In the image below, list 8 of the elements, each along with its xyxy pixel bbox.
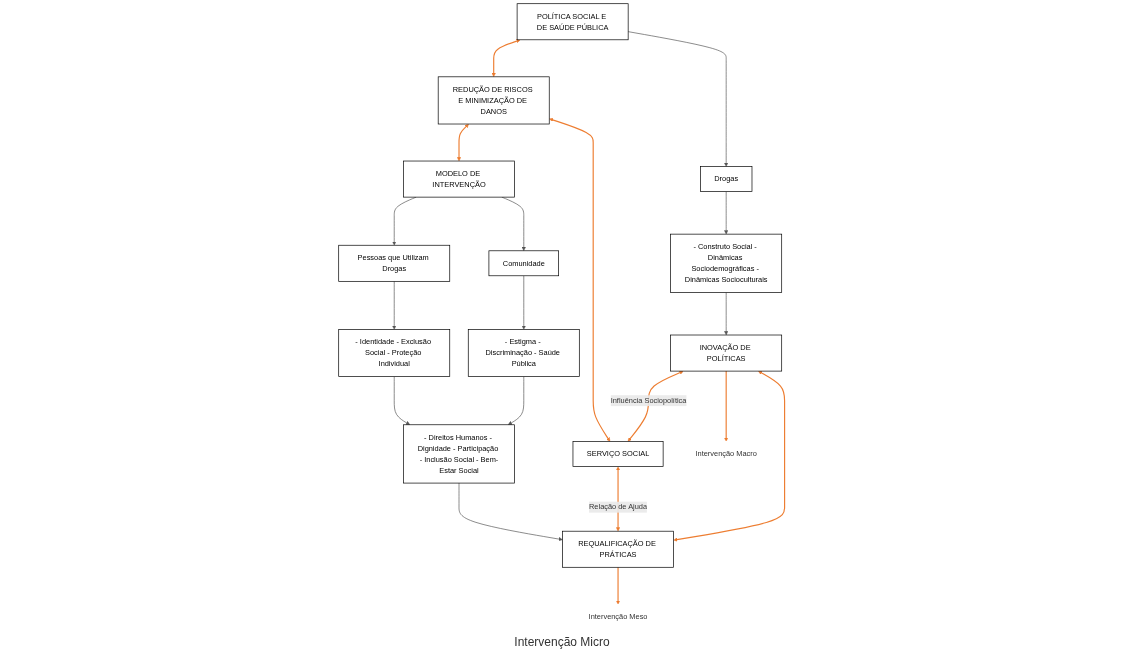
arrow: [616, 566, 621, 605]
note-text: Intervenção Micro: [514, 635, 610, 649]
arrow: [628, 370, 684, 442]
arrow: [492, 39, 521, 77]
arrow: [724, 370, 729, 442]
arrow: [673, 371, 786, 542]
arrow: [549, 118, 611, 442]
arrow: [457, 123, 470, 162]
